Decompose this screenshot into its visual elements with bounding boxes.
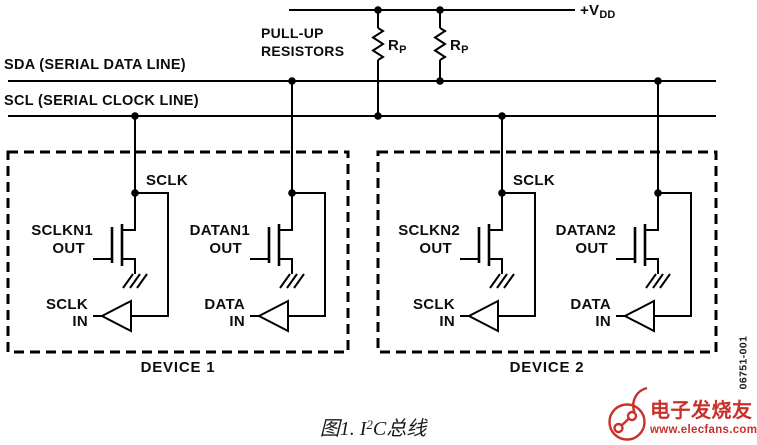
bus-drop-lines <box>131 77 662 193</box>
rp2-sub: P <box>461 44 469 56</box>
vdd-sub: DD <box>599 9 616 21</box>
device2-data-fet-line2: OUT <box>575 240 608 257</box>
device2-box <box>376 150 718 354</box>
pullup-resistor-scl-icon <box>371 6 385 120</box>
device2-clock-in-line1: SCLK <box>412 296 455 313</box>
device1-clock-fet-line2: OUT <box>52 240 85 257</box>
device2-clock-in-line2: IN <box>439 312 455 330</box>
device2-data-in-line1: DATA <box>570 296 611 313</box>
device2-clock-nmos-icon <box>458 187 537 333</box>
watermark-brand-text: 电子发烧友 <box>650 398 753 422</box>
vdd-label: +VDD <box>580 2 615 24</box>
device1-data-in-line2: IN <box>229 312 245 330</box>
caption-superscript: 2 <box>366 417 373 432</box>
watermark-url-text: www.elecfans.com <box>650 424 757 436</box>
caption-prefix: 图1. I <box>319 418 367 440</box>
device2-sclk-node-label: SCLK <box>513 172 556 189</box>
device1-clock-in-label: SCLK IN <box>30 296 88 330</box>
device2-data-in-line2: IN <box>595 312 611 330</box>
device1-clock-nmos-icon <box>91 187 170 333</box>
device2-clock-in-label: SCLK IN <box>397 296 455 330</box>
device1-name-label: DEVICE 1 <box>140 359 216 376</box>
device1-data-fet-line1: DATAN1 <box>189 222 250 239</box>
device2-clock-fet-label: SCLKN2 OUT <box>385 222 460 258</box>
rp1-label: RP <box>388 37 406 59</box>
sda-line-label: SDA (SERIAL DATA LINE) <box>4 57 186 73</box>
device2-data-fet-label: DATAN2 OUT <box>541 222 616 258</box>
device1-data-fet-line2: OUT <box>209 240 242 257</box>
scl-line-label: SCL (SERIAL CLOCK LINE) <box>4 93 199 109</box>
pullup-label-line2: RESISTORS <box>261 43 345 59</box>
device1-clock-in-line1: SCLK <box>45 296 88 313</box>
device1-data-in-label: DATA IN <box>187 296 245 330</box>
device1-data-in-line1: DATA <box>204 296 245 313</box>
device1-clock-fet-line1: SCLKN1 <box>31 222 93 239</box>
device1-clock-in-line2: IN <box>72 312 88 330</box>
figure-caption: 图1. I2C总线 <box>258 412 488 441</box>
elecfans-logo-icon <box>608 386 648 441</box>
rp2-label: RP <box>450 37 468 59</box>
rp2-main: R <box>450 37 462 54</box>
vdd-main: +V <box>580 2 600 19</box>
rp1-main: R <box>388 37 400 54</box>
caption-suffix: C总线 <box>372 418 427 440</box>
rp1-sub: P <box>399 44 407 56</box>
device1-clock-fet-label: SCLKN1 OUT <box>18 222 93 258</box>
figure-number: 06751-001 <box>737 335 750 390</box>
device2-data-in-label: DATA IN <box>553 296 611 330</box>
pullup-label-line1: PULL-UP <box>261 25 324 41</box>
device2-name-label: DEVICE 2 <box>509 359 585 376</box>
device1-data-nmos-icon <box>248 187 327 333</box>
device1-box <box>6 150 350 354</box>
device2-clock-fet-line1: SCLKN2 <box>398 222 460 239</box>
pullup-resistor-sda-icon <box>433 6 447 85</box>
device1-sclk-node-label: SCLK <box>146 172 189 189</box>
device2-clock-fet-line2: OUT <box>419 240 452 257</box>
pullup-resistors-label: PULL-UP RESISTORS <box>261 24 344 60</box>
device1-data-fet-label: DATAN1 OUT <box>175 222 250 258</box>
device2-data-fet-line1: DATAN2 <box>555 222 616 239</box>
device2-data-nmos-icon <box>614 187 693 333</box>
